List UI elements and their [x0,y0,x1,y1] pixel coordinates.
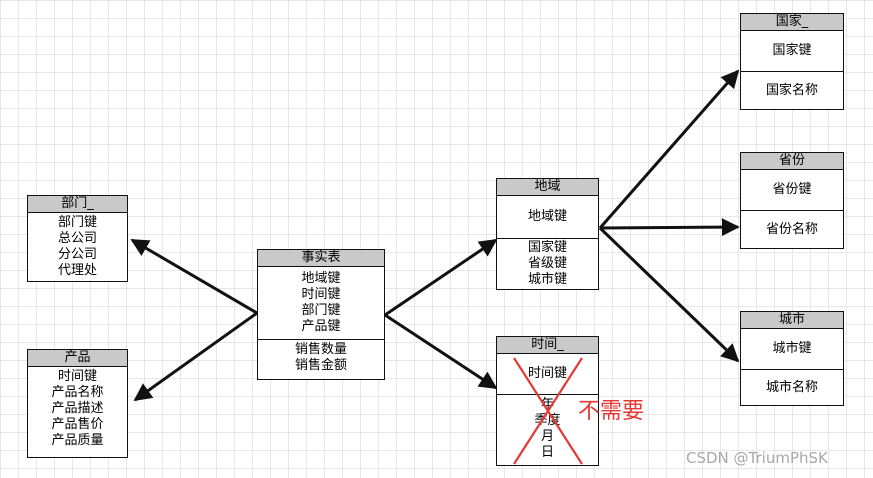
field-product-desc: 产品描述 [51,401,104,416]
entity-fact-table: 事实表 地域键 时间键 部门键 产品键 销售数量 销售金额 [257,249,385,380]
field-time-key: 时间键 [57,369,97,384]
arrow-fact-to-product [133,311,258,402]
field-province-key: 省份键 [772,182,812,197]
arrow-region-to-country [598,69,740,229]
field-time-key: 时间键 [527,366,567,381]
entity-product-title: 产品 [28,350,127,367]
field-product-name: 产品名称 [51,385,104,400]
field-agency: 代理处 [57,263,97,278]
field-dept-key: 部门键 [301,303,341,318]
field-country-key: 国家键 [527,240,567,255]
field-city-key: 城市键 [527,272,567,287]
entity-region: 地域 地域键 国家键 省级键 城市键 [496,178,599,290]
field-dept-key: 部门键 [57,215,97,230]
field-time-key: 时间键 [301,287,341,302]
field-province-key: 省级键 [527,256,567,271]
entity-fact-title: 事实表 [258,250,384,267]
field-quarter: 季度 [534,413,561,428]
entity-province: 省份 省份键 省份名称 [740,152,844,249]
field-city-name: 城市名称 [765,380,818,395]
arrow-fact-to-time [384,313,498,390]
arrow-region-to-province [599,218,740,237]
field-city-key: 城市键 [772,341,812,356]
entity-country: 国家_ 国家键 国家名称 [740,13,844,110]
entity-city-title: 城市 [741,312,843,329]
watermark: CSDN @TriumPhSK [686,449,828,467]
entity-department: 部门_ 部门键 总公司 分公司 代理处 [27,195,128,282]
field-month: 月 [540,429,554,444]
not-needed-annotation: 不需要 [578,399,645,424]
field-sales-qty: 销售数量 [294,342,347,357]
entity-province-title: 省份 [741,153,843,170]
field-region-key: 地域键 [301,271,341,286]
field-region-key: 地域键 [527,209,567,224]
entity-time: 时间_ 时间键 年 季度 月 日 [496,336,599,466]
arrow-fact-to-dept [130,238,258,315]
arrow-region-to-city [598,226,740,363]
field-sales-amount: 销售金额 [294,358,347,373]
entity-product: 产品 时间键 产品名称 产品描述 产品售价 产品质量 [27,349,128,458]
entity-region-title: 地域 [497,179,598,196]
field-province-name: 省份名称 [765,221,818,237]
field-country-key: 国家键 [772,43,812,58]
entity-city: 城市 城市键 城市名称 [740,311,844,406]
field-product-quality: 产品质量 [51,433,104,448]
field-branch: 分公司 [57,247,97,262]
entity-department-title: 部门_ [28,196,127,213]
field-product-key: 产品键 [301,319,341,334]
field-head-office: 总公司 [57,231,97,246]
field-day: 日 [540,445,554,460]
entity-country-title: 国家_ [741,14,843,31]
field-product-price: 产品售价 [51,417,104,432]
entity-time-title: 时间_ [497,337,598,354]
arrow-fact-to-region [384,238,498,317]
field-country-name: 国家名称 [765,82,818,98]
